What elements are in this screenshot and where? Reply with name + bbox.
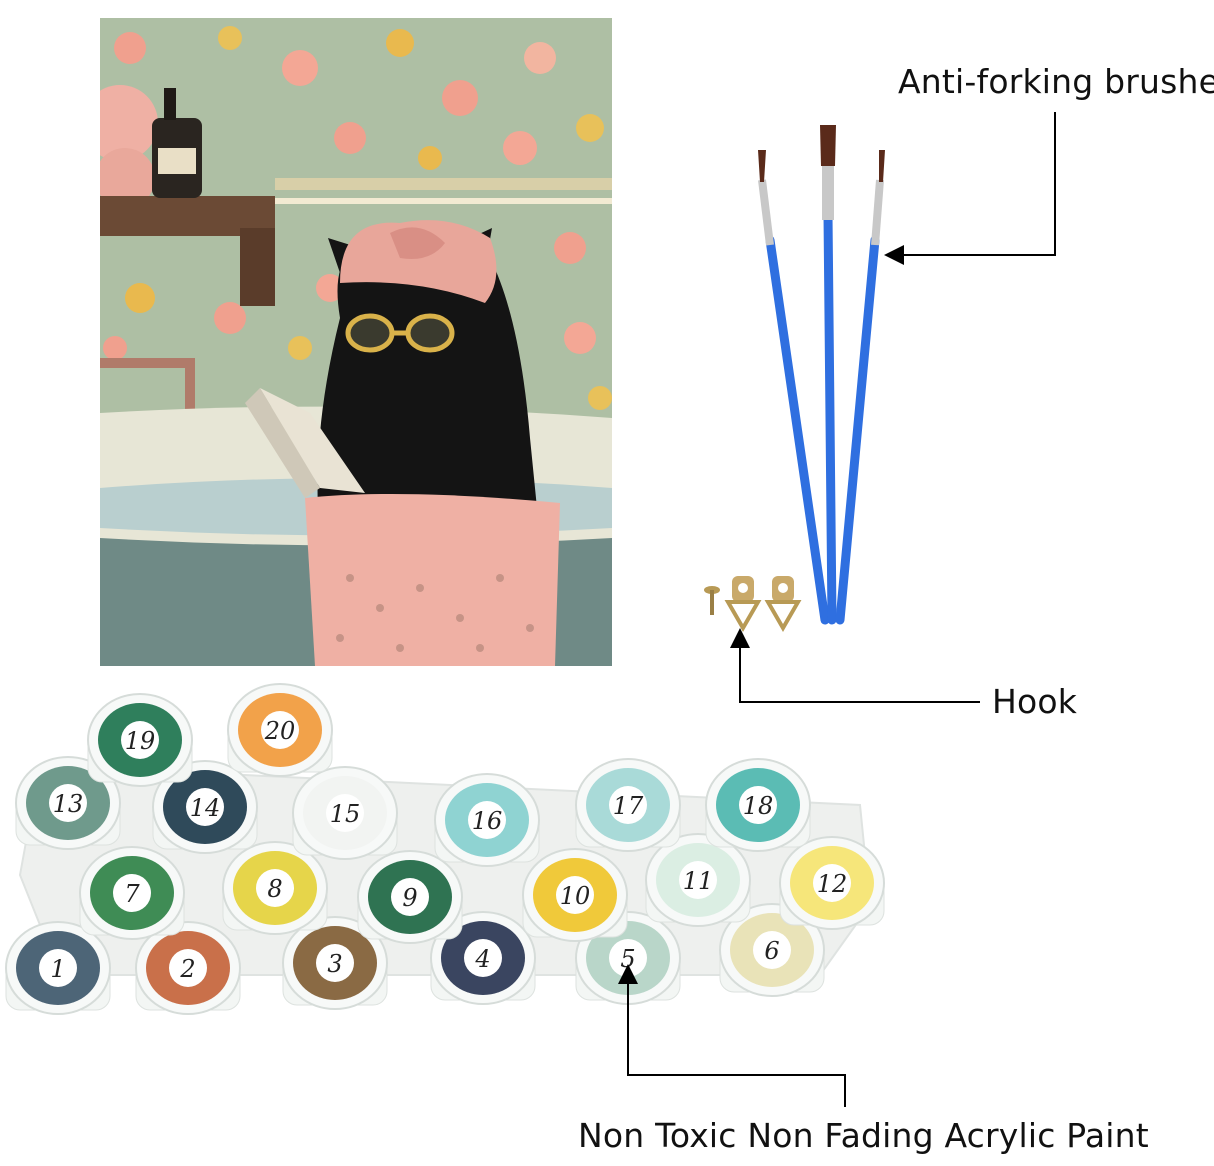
sunglasses xyxy=(345,313,455,353)
hook-label: Hook xyxy=(992,682,1078,721)
pot-number-label: 17 xyxy=(613,792,644,820)
wallpaper-flowers xyxy=(103,26,612,410)
pot-number-label: 6 xyxy=(764,937,779,965)
pot-number-label: 16 xyxy=(472,807,503,835)
pot-number-label: 11 xyxy=(683,867,714,895)
paint-brushes xyxy=(758,125,885,625)
pot-number-label: 7 xyxy=(124,880,140,908)
brush-right xyxy=(835,150,885,625)
pot-number-label: 14 xyxy=(190,794,221,822)
black-cat xyxy=(317,227,540,538)
hook-icon xyxy=(724,576,762,633)
paint-pot-8: 8 xyxy=(222,841,328,935)
hanging-hooks xyxy=(704,576,802,633)
paint-pot-2: 2 xyxy=(135,921,241,1015)
pot-number-label: 8 xyxy=(267,875,282,903)
brushes-label: Anti-forking brushes xyxy=(898,62,1214,101)
paint-pot-12: 12 xyxy=(779,836,885,930)
pot-number-label: 20 xyxy=(264,717,296,745)
paint-pot-10: 10 xyxy=(522,848,628,942)
brush-middle xyxy=(820,125,837,625)
paint-pot-9: 9 xyxy=(357,850,463,944)
paint-pot-17: 17 xyxy=(575,758,681,852)
pot-number-label: 5 xyxy=(620,945,635,973)
paint-pot-11: 11 xyxy=(645,833,751,927)
paint-pot-20: 20 xyxy=(227,683,333,777)
pot-number-label: 18 xyxy=(743,792,774,820)
pot-number-label: 2 xyxy=(179,955,195,983)
cat-in-bathtub-painting xyxy=(100,18,612,666)
paint-pot-1: 1 xyxy=(5,921,111,1015)
pot-number-label: 3 xyxy=(327,950,342,978)
paint-label: Non Toxic Non Fading Acrylic Paint xyxy=(578,1116,1149,1155)
paint-pot-15: 15 xyxy=(292,766,398,860)
paint-pot-3: 3 xyxy=(282,916,388,1010)
hook-icon xyxy=(764,576,802,633)
brush-left xyxy=(758,150,830,625)
pot-number-label: 15 xyxy=(330,800,361,828)
pot-number-label: 19 xyxy=(125,727,156,755)
pot-number-label: 1 xyxy=(50,955,65,983)
pot-number-label: 9 xyxy=(402,884,417,912)
screw-icon xyxy=(704,586,720,615)
pot-number-label: 12 xyxy=(817,870,848,898)
book xyxy=(260,388,365,493)
pot-number-label: 4 xyxy=(474,945,490,973)
paint-pot-14: 14 xyxy=(152,760,258,854)
pot-number-label: 10 xyxy=(560,882,591,910)
faucet xyxy=(100,358,195,410)
paint-pot-7: 7 xyxy=(79,846,185,940)
pink-turban xyxy=(340,220,497,303)
hanging-towel xyxy=(305,494,560,666)
pot-number-label: 13 xyxy=(53,790,84,818)
paint-pot-19: 19 xyxy=(87,693,193,787)
paint-pot-16: 16 xyxy=(434,773,540,867)
rolled-towels xyxy=(100,85,158,208)
brushes-arrow xyxy=(884,112,1056,265)
paint-pot-18: 18 xyxy=(705,758,811,852)
